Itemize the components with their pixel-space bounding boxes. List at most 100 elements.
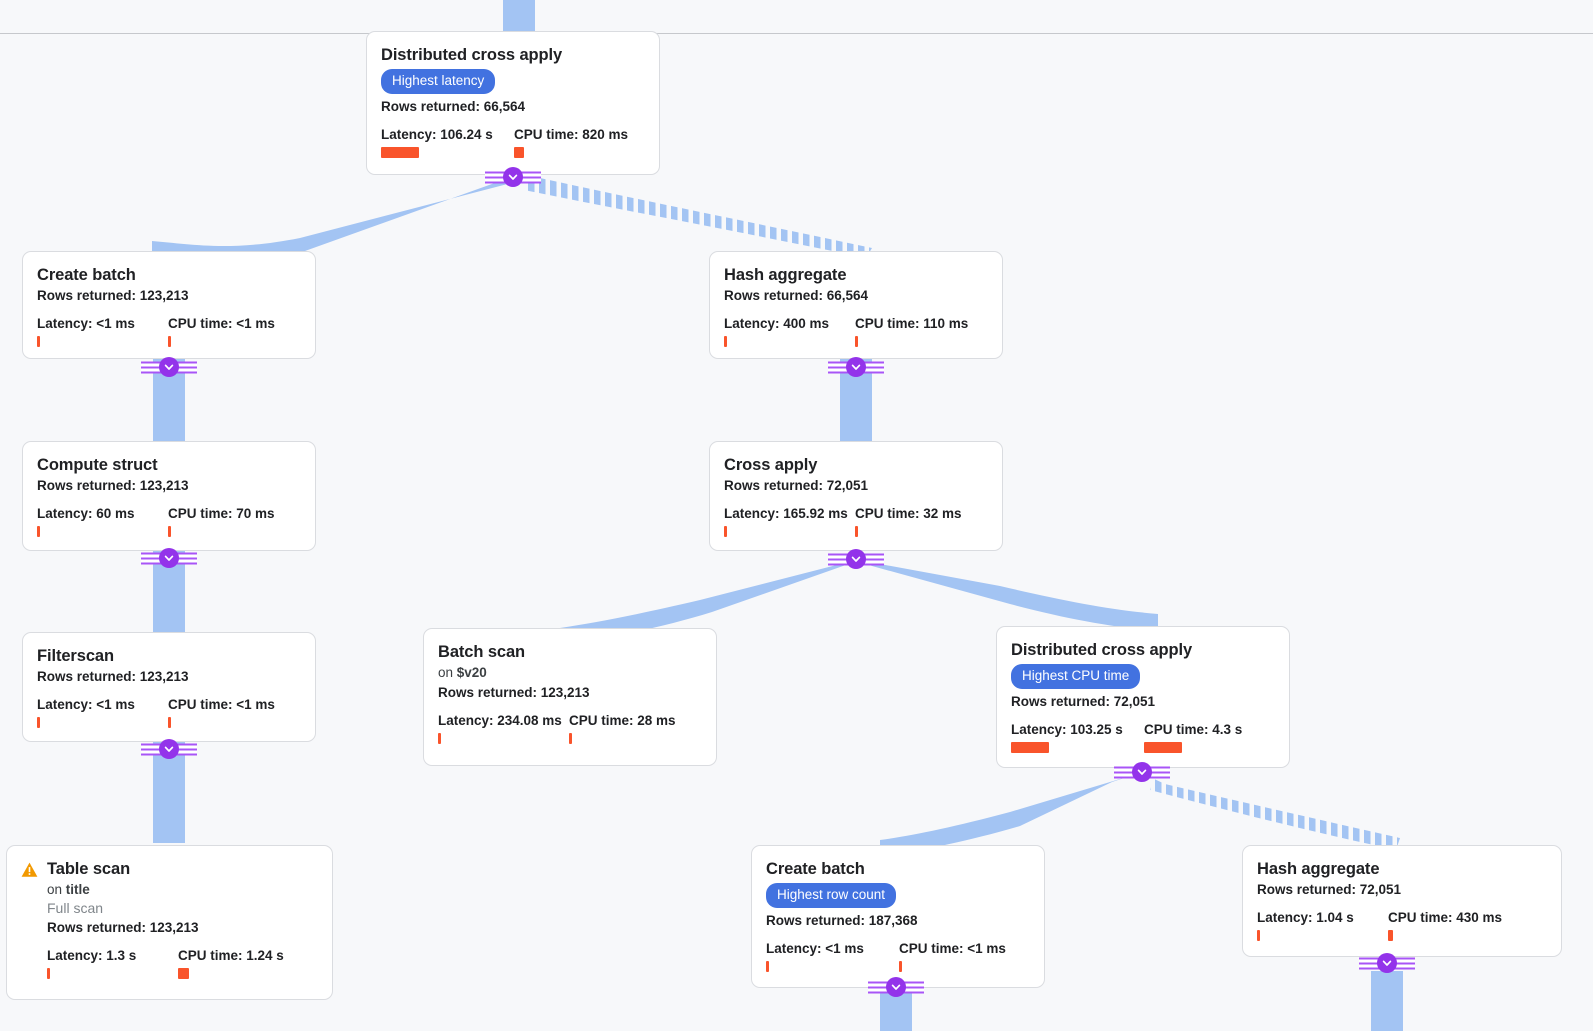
cpu-time-label: CPU time: 28 ms: [569, 713, 676, 728]
collapse-toggle-root[interactable]: [485, 167, 541, 187]
edge-dca2-to-hash-aggregate: [1150, 778, 1400, 850]
latency-label: Latency: 1.04 s: [1257, 910, 1354, 925]
collapse-toggle-distributed-cross-apply-2[interactable]: [1114, 762, 1170, 782]
status-badge-highest-latency: Highest latency: [381, 69, 496, 94]
chevron-down-icon[interactable]: [159, 357, 179, 377]
cpu-time-bar: [514, 146, 524, 158]
rows-returned: Rows returned: 123,213: [37, 669, 189, 684]
node-create-batch-2[interactable]: Create batch Highest row count Rows retu…: [751, 845, 1045, 988]
cpu-time-bar: [168, 717, 171, 728]
chevron-down-icon[interactable]: [1132, 762, 1152, 782]
rows-returned: Rows returned: 123,213: [37, 288, 189, 303]
cpu-time-label: CPU time: <1 ms: [899, 940, 1006, 956]
cpu-time-bar: [178, 968, 189, 979]
node-title: Hash aggregate: [1257, 860, 1380, 878]
latency-bar: [724, 526, 727, 537]
collapse-toggle-create-batch-2[interactable]: [868, 977, 924, 997]
cpu-time-label: CPU time: 110 ms: [855, 316, 969, 331]
cpu-time-label: CPU time: 1.24 s: [178, 948, 284, 963]
chevron-down-icon[interactable]: [159, 548, 179, 568]
node-title: Create batch: [766, 860, 865, 878]
chevron-down-icon[interactable]: [1377, 953, 1397, 973]
chevron-down-icon[interactable]: [846, 357, 866, 377]
latency-label: Latency: 165.92 ms: [724, 506, 848, 521]
latency-bar: [37, 717, 40, 728]
edge-root-to-create-batch: [152, 180, 523, 257]
edge-incoming-root: [503, 0, 535, 33]
collapse-toggle-hash-aggregate-1[interactable]: [828, 357, 884, 377]
latency-label: Latency: <1 ms: [37, 316, 135, 331]
edge-cross-apply-to-distributed-cross-apply: [858, 560, 1158, 631]
panel-divider: [0, 33, 1593, 34]
collapse-toggle-cross-apply[interactable]: [828, 549, 884, 569]
node-compute-struct[interactable]: Compute struct Rows returned: 123,213 La…: [22, 441, 316, 551]
cpu-time-label: CPU time: 430 ms: [1388, 910, 1503, 925]
collapse-toggle-filterscan[interactable]: [141, 739, 197, 759]
chevron-down-icon[interactable]: [846, 549, 866, 569]
cpu-time-bar: [168, 336, 171, 347]
rows-returned: Rows returned: 66,564: [381, 98, 526, 114]
node-subject: on $v20: [438, 664, 702, 682]
node-title: Table scan: [47, 860, 131, 878]
cpu-time-bar: [168, 526, 171, 537]
node-distributed-cross-apply-root[interactable]: Distributed cross apply Highest latency …: [366, 31, 660, 175]
collapse-toggle-hash-aggregate-2[interactable]: [1359, 953, 1415, 973]
node-title: Batch scan: [438, 643, 526, 661]
latency-bar: [724, 336, 727, 347]
latency-bar: [381, 146, 419, 158]
latency-bar: [37, 526, 40, 537]
node-title: Compute struct: [37, 456, 158, 474]
cpu-time-label: CPU time: 4.3 s: [1144, 721, 1243, 737]
node-title: Filterscan: [37, 647, 114, 665]
cpu-time-label: CPU time: <1 ms: [168, 316, 275, 331]
cpu-time-label: CPU time: 32 ms: [855, 506, 962, 521]
node-title: Hash aggregate: [724, 266, 847, 284]
cpu-time-bar: [899, 960, 902, 972]
node-cross-apply[interactable]: Cross apply Rows returned: 72,051 Latenc…: [709, 441, 1003, 551]
cpu-time-bar: [855, 336, 858, 347]
rows-returned: Rows returned: 72,051: [1257, 882, 1402, 897]
cpu-time-label: CPU time: 820 ms: [514, 126, 629, 142]
node-subject-value: $v20: [456, 665, 487, 680]
latency-label: Latency: <1 ms: [37, 697, 135, 712]
node-subject-value: title: [65, 882, 90, 897]
warning-triangle-icon: [21, 862, 38, 883]
rows-returned: Rows returned: 66,564: [724, 288, 869, 303]
chevron-down-icon[interactable]: [503, 167, 523, 187]
node-hash-aggregate-1[interactable]: Hash aggregate Rows returned: 66,564 Lat…: [709, 251, 1003, 359]
latency-label: Latency: 1.3 s: [47, 948, 137, 963]
latency-label: Latency: 60 ms: [37, 506, 135, 521]
latency-bar: [766, 960, 769, 972]
latency-bar: [37, 336, 40, 347]
rows-returned: Rows returned: 72,051: [1011, 693, 1156, 709]
node-hash-aggregate-2[interactable]: Hash aggregate Rows returned: 72,051 Lat…: [1242, 845, 1562, 957]
cpu-time-bar: [1388, 930, 1393, 941]
node-create-batch-1[interactable]: Create batch Rows returned: 123,213 Late…: [22, 251, 316, 359]
rows-returned: Rows returned: 72,051: [724, 478, 869, 493]
cpu-time-bar: [569, 733, 572, 744]
chevron-down-icon[interactable]: [159, 739, 179, 759]
node-title: Distributed cross apply: [381, 46, 563, 64]
latency-label: Latency: 106.24 s: [381, 126, 493, 142]
rows-returned: Rows returned: 123,213: [438, 685, 590, 700]
node-batch-scan[interactable]: Batch scan on $v20 Rows returned: 123,21…: [423, 628, 717, 766]
status-badge-highest-cpu-time: Highest CPU time: [1011, 664, 1141, 689]
latency-label: Latency: 400 ms: [724, 316, 830, 331]
latency-bar: [1011, 741, 1049, 753]
collapse-toggle-create-batch-1[interactable]: [141, 357, 197, 377]
node-title: Cross apply: [724, 456, 818, 474]
node-table-scan[interactable]: Table scan on title Full scan Rows retur…: [6, 845, 333, 1000]
edge-dca2-to-create-batch: [880, 776, 1130, 856]
node-filterscan[interactable]: Filterscan Rows returned: 123,213 Latenc…: [22, 632, 316, 742]
cpu-time-label: CPU time: 70 ms: [168, 506, 275, 521]
latency-label: Latency: 234.08 ms: [438, 713, 562, 728]
chevron-down-icon[interactable]: [886, 977, 906, 997]
cpu-time-bar: [855, 526, 858, 537]
node-subject-prefix: on: [438, 665, 457, 680]
node-distributed-cross-apply-2[interactable]: Distributed cross apply Highest CPU time…: [996, 626, 1290, 768]
rows-returned: Rows returned: 123,213: [47, 920, 199, 935]
collapse-toggle-compute-struct[interactable]: [141, 548, 197, 568]
latency-bar: [1257, 930, 1260, 941]
status-badge-highest-row-count: Highest row count: [766, 883, 897, 908]
